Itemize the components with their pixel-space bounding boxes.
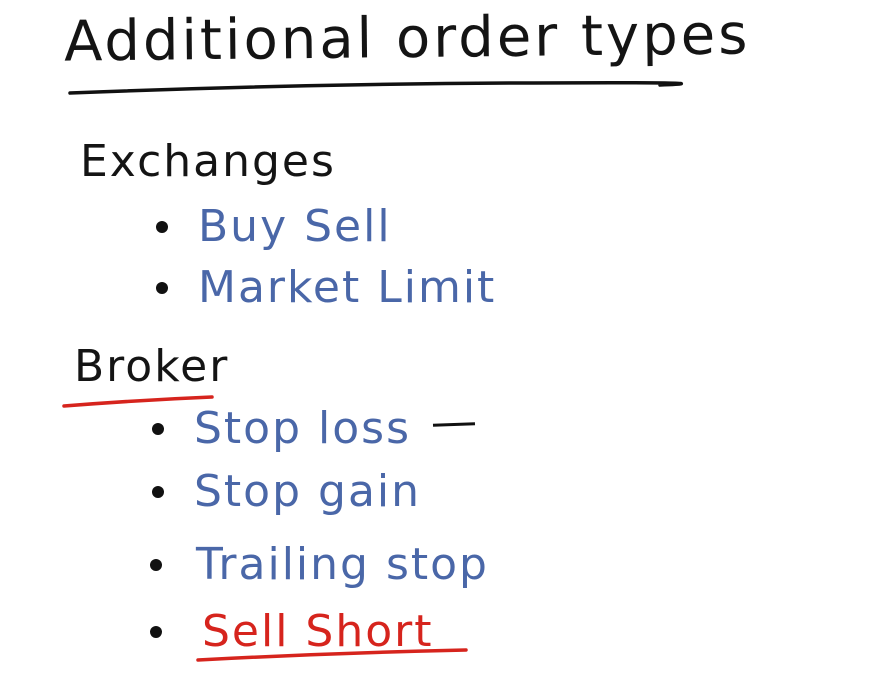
bullet-dot-icon (152, 423, 164, 436)
list-item-label: Stop loss (194, 403, 412, 454)
list-item: Stop loss (152, 403, 476, 454)
list-item-label: Market Limit (198, 262, 497, 313)
bullet-dot-icon (156, 221, 168, 234)
title-underline (68, 81, 683, 95)
list-item: Trailing stop (150, 539, 489, 590)
bullet-dot-icon (150, 626, 162, 639)
bullet-dot-icon (156, 282, 168, 295)
list-item: Stop gain (152, 466, 422, 517)
section-heading-exchanges: Exchanges (80, 136, 336, 187)
list-item-label: Stop gain (194, 466, 422, 517)
list-item-label: Buy Sell (198, 201, 392, 252)
bullet-dot-icon (152, 486, 164, 499)
list-item: Buy Sell (156, 201, 392, 252)
page-title: Additional order types (63, 2, 751, 75)
dash-mark-icon (432, 421, 476, 427)
list-item-label: Sell Short (202, 606, 434, 657)
bullet-dot-icon (150, 559, 162, 572)
list-item-label: Trailing stop (196, 539, 489, 590)
list-item: Sell Short (150, 606, 434, 657)
section-heading-broker: Broker (74, 341, 230, 392)
list-item: Market Limit (156, 262, 497, 313)
